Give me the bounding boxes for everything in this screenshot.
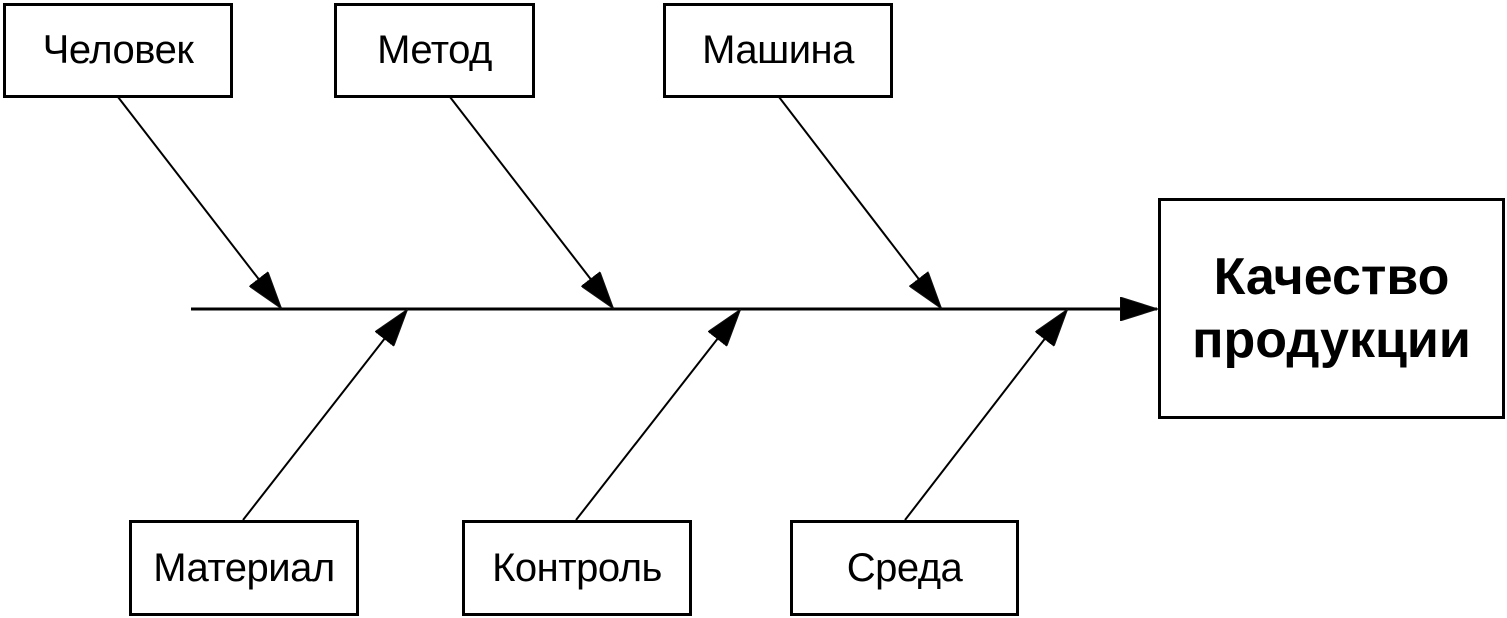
cause-box-chelovek: Человек xyxy=(3,3,233,98)
cause-label: Машина xyxy=(702,28,854,72)
cause-label: Материал xyxy=(153,545,335,590)
effect-box: Качество продукции xyxy=(1158,198,1505,419)
cause-box-mashina: Машина xyxy=(663,3,893,98)
cause-label: Среда xyxy=(846,545,963,590)
branch-arrow-material xyxy=(242,310,407,521)
cause-label: Метод xyxy=(377,28,492,72)
branch-arrow-kontrol xyxy=(575,310,740,521)
cause-label: Контроль xyxy=(492,545,662,590)
cause-box-sreda: Среда xyxy=(790,520,1019,616)
branch-arrow-chelovek xyxy=(117,96,281,308)
branch-arrow-sreda xyxy=(904,310,1067,521)
branch-arrow-metod xyxy=(449,96,613,308)
branch-arrow-mashina xyxy=(778,96,941,308)
cause-box-metod: Метод xyxy=(334,3,535,98)
cause-box-material: Материал xyxy=(129,520,359,616)
effect-label-line2: продукции xyxy=(1192,310,1471,369)
effect-label-line1: Качество xyxy=(1213,248,1450,307)
cause-box-kontrol: Контроль xyxy=(462,520,692,616)
cause-label: Человек xyxy=(42,28,194,72)
